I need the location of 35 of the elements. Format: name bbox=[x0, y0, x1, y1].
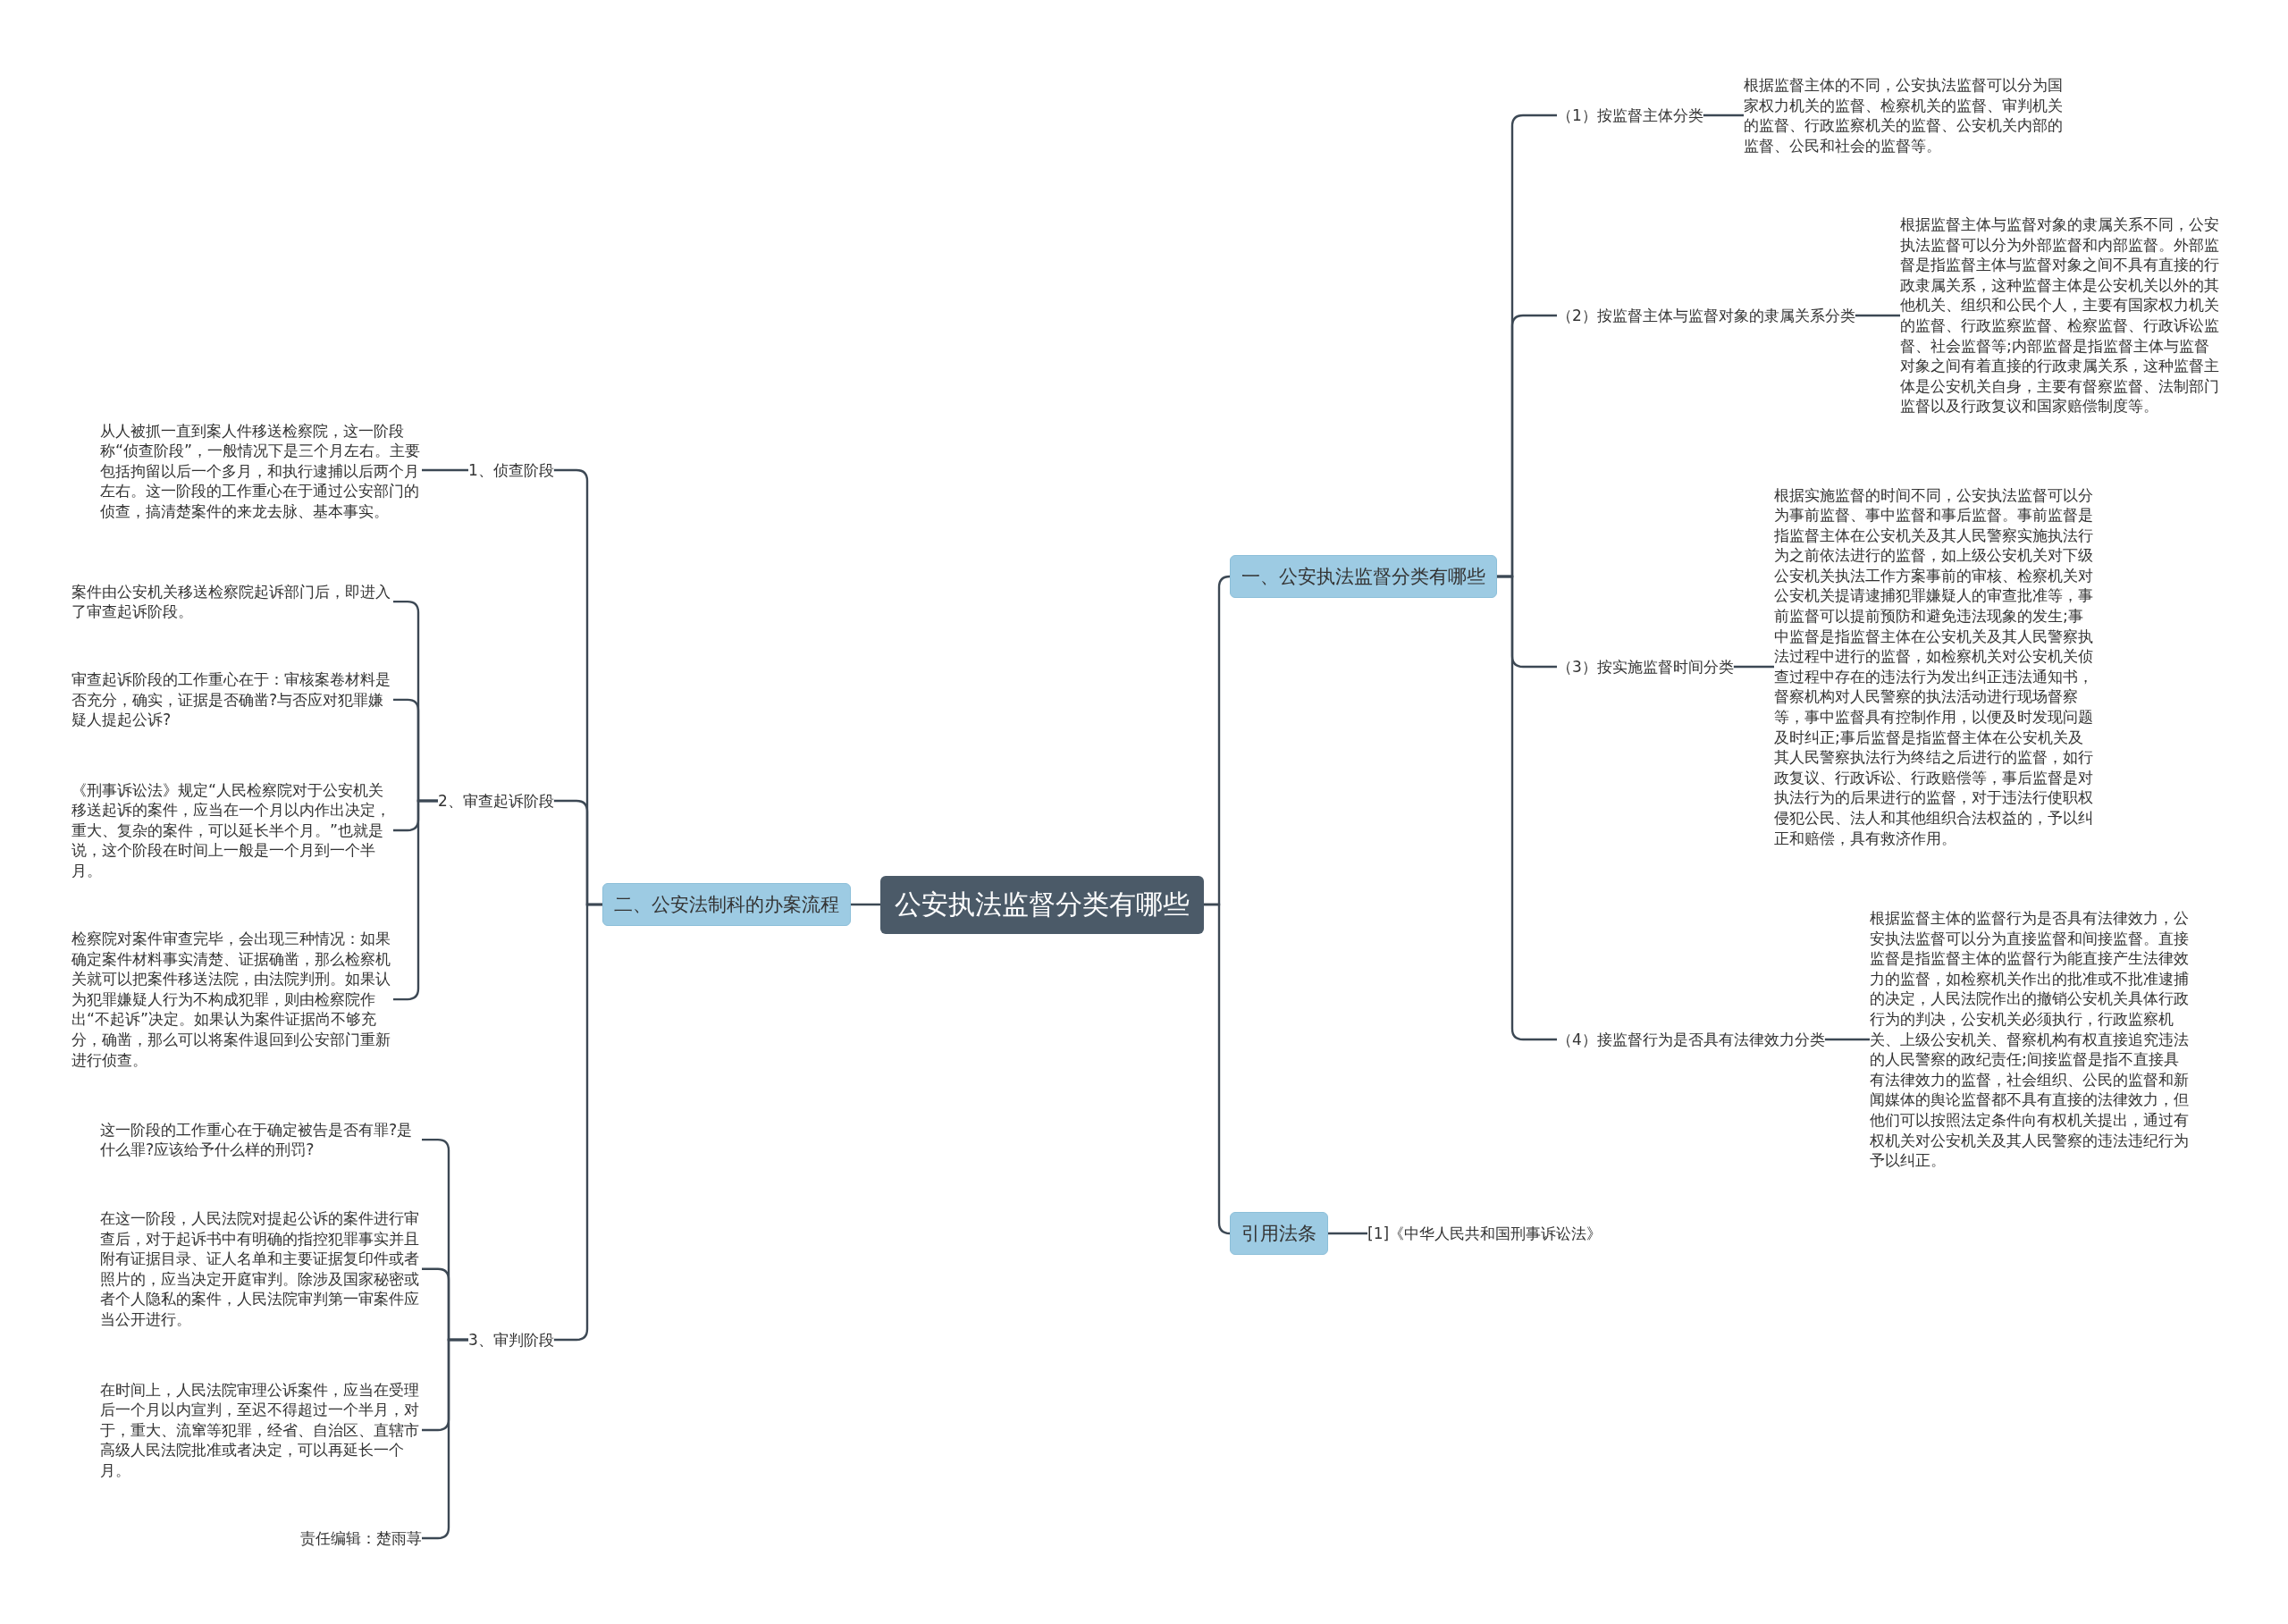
note-text: 在这一阶段，人民法院对提起公诉的案件进行审查后，对于起诉书中有明确的指控犯罪事实并且附有证据目录、证人名单和主要证据复印件或者照片的，应当决定开庭审判。除涉及国家秘密或者个人隐私的案件，人民法院审判第一审案件应当公开进行。 bbox=[100, 1208, 422, 1330]
connector-line bbox=[1703, 114, 1744, 117]
note-text: 在时间上，人民法院审理公诉案件，应当在受理后一个月以内宣判，至迟不得超过一个半月，对于，重大、流窜等犯罪，经省、自治区、直辖市高级人民法院批准或者决定，可以再延长一个月。 bbox=[100, 1379, 422, 1481]
connector-line bbox=[1733, 665, 1774, 669]
note-text: 这一阶段的工作重心在于确定被告是否有罪?是什么罪?应该给予什么样的刑罚? bbox=[100, 1119, 422, 1160]
connector-line bbox=[851, 903, 880, 906]
branch-topic-box: 二、公安法制科的办案流程 bbox=[602, 883, 851, 926]
note-text: 案件由公安机关移送检察院起诉部门后，即进入了审查起诉阶段。 bbox=[72, 581, 393, 622]
topic-label: [1]《中华人民共和国刑事诉讼法》 bbox=[1367, 1223, 1602, 1244]
branch-topic-box: 一、公安执法监督分类有哪些 bbox=[1230, 555, 1497, 598]
note-text: 根据监督主体的不同，公安执法监督可以分为国家权力机关的监督、检察机关的监督、审判机关的监督、行政监察机关的监督、公安机关内部的监督、公民和社会的监督等。 bbox=[1744, 75, 2065, 156]
connector-line bbox=[422, 468, 468, 472]
note-text: 检察院对案件审查完毕，会出现三种情况：如果确定案件材料事实清楚、证据确凿，那么检察机关就可以把案件移送法院，由法院判刑。如果认为犯罪嫌疑人行为不构成犯罪，则由检察院作出“不起诉”决定。如果认为案件证据尚不够充分，确凿，那么可以将案件退回到公安部门重新进行侦查。 bbox=[72, 929, 393, 1071]
note-text: 根据监督主体的监督行为是否具有法律效力，公安执法监督可以分为直接监督和间接监督。直接监督是指监督主体的监督行为能直接产生法律效力的监督，如检察机关作出的批准或不批准逮捕的决定，人民法院作出的撤销公安机关具体行政行为的判决，公安机关必须执行，行政监察机关、上级公安机关、督察机构有权直接追究违法的人民警察的政纪责任;间接监督是指不直接具有法律效力的监督，社会组织、公民的监督和新闻媒体的舆论监督都不具有直接的法律效力，但他们可以按照法定条件向有权机关提出，通过有权机关对公安机关及其人民警察的违法违纪行为予以纠正。 bbox=[1870, 908, 2191, 1171]
topic-label: （2）按监督主体与监督对象的隶属关系分类 bbox=[1557, 305, 1855, 326]
note-text: 审查起诉阶段的工作重心在于：审核案卷材料是否充分，确实，证据是否确凿?与否应对犯罪嫌疑人提起公诉? bbox=[72, 669, 393, 730]
topic-label: 1、侦查阶段 bbox=[468, 459, 554, 481]
connector-line bbox=[1497, 575, 1557, 1041]
note-text: 从人被抓一直到案人件移送检察院，这一阶段称“侦查阶段”，一般情况下是三个月左右。主要包括拘留以后一个多月，和执行逮捕以后两个月左右。这一阶段的工作重心在于通过公安部门的侦查，搞清楚案件的来龙去脉、基本事实。 bbox=[100, 420, 422, 522]
topic-label: （3）按实施监督时间分类 bbox=[1557, 656, 1734, 677]
connector-line bbox=[1824, 1038, 1870, 1041]
note-text: 根据监督主体与监督对象的隶属关系不同，公安执法监督可以分为外部监督和内部监督。外部监督是指监督主体与监督对象之间不具有直接的行政隶属关系，这种监督主体是公安机关以外的其他机关、组织和公民个人，主要有国家权力机关的监督、行政监察监督、检察监督、行政诉讼监督、社会监督等;内部监督是指监督主体与监督对象之间有着直接的行政隶属关系，这种监督主体是公安机关自身，主要有督察监督、法制部门监督以及行政复议和国家赔偿制度等。 bbox=[1900, 215, 2222, 417]
topic-label: 责任编辑：楚雨荨 bbox=[300, 1527, 422, 1549]
connector-line bbox=[1855, 314, 1900, 317]
topic-label: （1）按监督主体分类 bbox=[1557, 105, 1703, 126]
topic-label: （4）接监督行为是否具有法律效力分类 bbox=[1557, 1029, 1825, 1050]
topic-label: 3、审判阶段 bbox=[468, 1329, 554, 1351]
branch-topic-box: 引用法条 bbox=[1230, 1212, 1328, 1255]
note-text: 根据实施监督的时间不同，公安执法监督可以分为事前监督、事中监督和事后监督。事前监督是指监督主体在公安机关及其人民警察实施执法行为之前依法进行的监督，如上级公安机关对下级公安机关执法工作方案事前的审核、检察机关对公安机关提请逮捕犯罪嫌疑人的审查批准等，事前监督可以提前预防和避免违法现象的发生;事中监督是指监督主体在公安机关及其人民警察执法过程中进行的监督，如检察机关对公安机关侦查过程中存在的违法行为发出纠正违法通知书，督察机构对人民警察的执法活动进行现场督察等，事中监督具有控制作用，以便及时发现问题及时纠正;事后监督是指监督主体在公安机关及其人民警察执法行为终结之后进行的监督，如行政复议、行政诉讼、行政赔偿等，事后监督是对执法行为的后果进行的监督，对于违法行使职权侵犯公民、法人和其他组织合法权益的，予以纠正和赔偿，具有救济作用。 bbox=[1774, 484, 2096, 849]
central-topic-box: 公安执法监督分类有哪些 bbox=[880, 875, 1204, 934]
note-text: 《刑事诉讼法》规定“人民检察院对于公安机关移送起诉的案件，应当在一个月以内作出决定，重大、复杂的案件，可以延长半个月。”也就是说，这个阶段在时间上一般是一个月到一个半月。 bbox=[72, 779, 393, 881]
topic-label: 2、审查起诉阶段 bbox=[438, 790, 554, 812]
connector-line bbox=[1328, 1232, 1367, 1235]
connector-line bbox=[553, 903, 602, 1342]
connector-line bbox=[1204, 903, 1232, 1235]
